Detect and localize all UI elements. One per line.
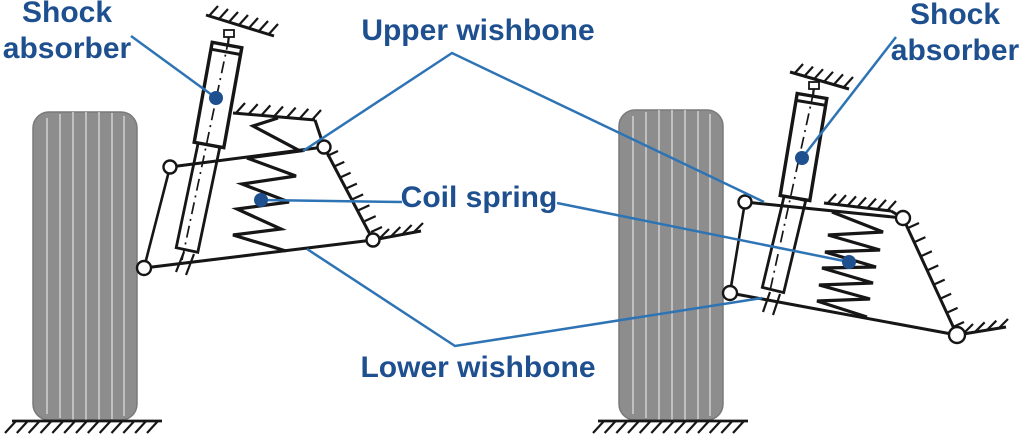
label-shock-absorber-right-line1: Shock <box>909 0 1001 31</box>
leader-lower-wishbone <box>306 247 763 348</box>
ground-left <box>4 419 162 434</box>
label-shock-absorber-left: Shock absorber <box>0 0 138 67</box>
chassis-top-mount-left <box>205 5 279 38</box>
shock-absorber-right <box>760 81 829 316</box>
lower-wishbone-left <box>143 238 374 270</box>
tire-left-stripes <box>46 112 125 420</box>
leader-coil-spring-right <box>556 201 850 264</box>
shock-body-right <box>778 91 829 203</box>
label-shock-absorber-left-line1: Shock <box>21 0 113 29</box>
left-panel <box>4 5 428 437</box>
label-shock-absorber-right: Shock absorber <box>886 0 1024 69</box>
label-upper-wishbone: Upper wishbone <box>361 14 595 47</box>
label-coil-spring: Coil spring <box>400 181 558 214</box>
upper-wishbone-right <box>744 200 904 220</box>
tire-right <box>618 109 724 421</box>
leader-shock-absorber-right <box>801 36 897 159</box>
tire-left <box>32 111 138 421</box>
callout-leaders <box>130 34 897 348</box>
shock-centerline-right <box>767 89 815 301</box>
dot-spring-left <box>254 193 268 207</box>
chassis-frame-left <box>232 102 424 242</box>
ground-right <box>592 419 748 434</box>
leader-upper-wishbone <box>302 51 765 204</box>
shock-centerline-left <box>181 37 230 261</box>
leader-coil-spring-left <box>260 198 403 204</box>
joints-left <box>135 139 381 277</box>
dot-shock-right <box>795 151 809 165</box>
tire-right-stripes <box>632 110 711 420</box>
knuckle-left <box>142 166 172 269</box>
callout-dots <box>209 91 856 269</box>
leader-shock-absorber-left <box>130 34 217 100</box>
dot-spring-right <box>842 255 856 269</box>
right-panel <box>592 63 1024 439</box>
dot-shock-left <box>209 91 223 105</box>
joints-right <box>721 194 967 345</box>
chassis-top-mount-right <box>789 63 854 91</box>
label-lower-wishbone: Lower wishbone <box>360 351 596 384</box>
label-shock-absorber-right-line2: absorber <box>890 34 1020 67</box>
knuckle-right <box>728 201 747 294</box>
lower-wishbone-right <box>729 291 958 337</box>
coil-spring-left <box>231 116 306 253</box>
chassis-frame-right <box>823 193 1009 337</box>
label-shock-absorber-left-line2: absorber <box>2 32 132 65</box>
